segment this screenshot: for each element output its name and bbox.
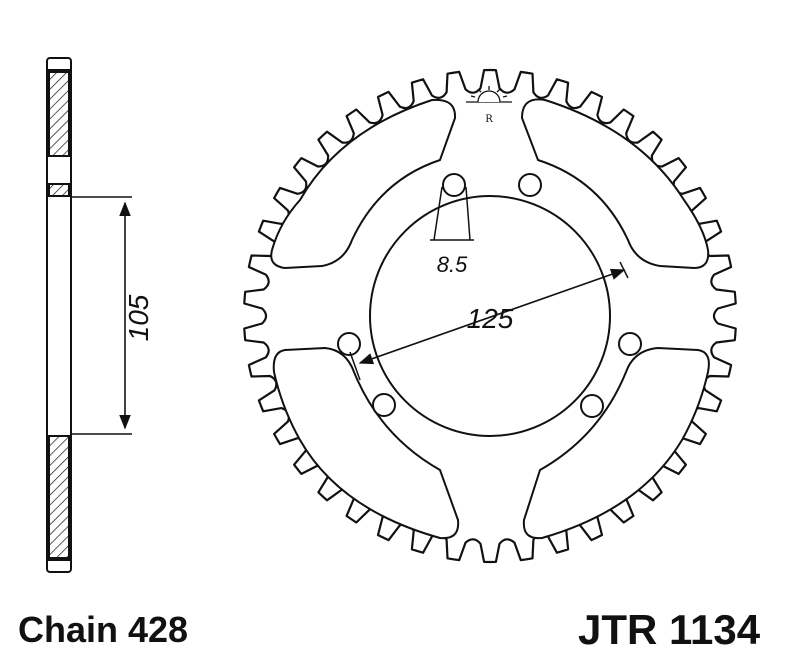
bolt-hole	[618, 332, 642, 356]
bolt-hole-label: 8.5	[437, 252, 468, 277]
window-upper-right	[520, 98, 710, 270]
side-profile-view	[46, 57, 132, 573]
bolt-hole	[442, 173, 466, 197]
window-lower-left	[272, 346, 460, 540]
bolt-hole	[518, 173, 542, 197]
bolt-circle-label: 125	[467, 303, 514, 334]
bolt-hole-dimension	[430, 186, 474, 241]
sprocket-front-view: 8.5 125 R	[243, 68, 737, 564]
hub-width-label: 105	[123, 294, 154, 341]
part-number-label: JTR 1134	[578, 606, 761, 653]
chain-size-label: Chain 428	[18, 609, 189, 650]
window-lower-right	[522, 346, 710, 540]
mid-hatch	[48, 183, 70, 197]
upper-hatch	[48, 71, 70, 157]
bolt-hole	[580, 394, 604, 418]
logo-text: R	[485, 114, 493, 125]
window-upper-left	[270, 98, 457, 270]
bolt-circle-dimension-line	[358, 268, 626, 365]
bolt-hole	[372, 393, 396, 417]
sun-logo-icon	[466, 86, 512, 103]
bolt-hole	[337, 332, 361, 356]
lower-hatch	[48, 435, 70, 559]
